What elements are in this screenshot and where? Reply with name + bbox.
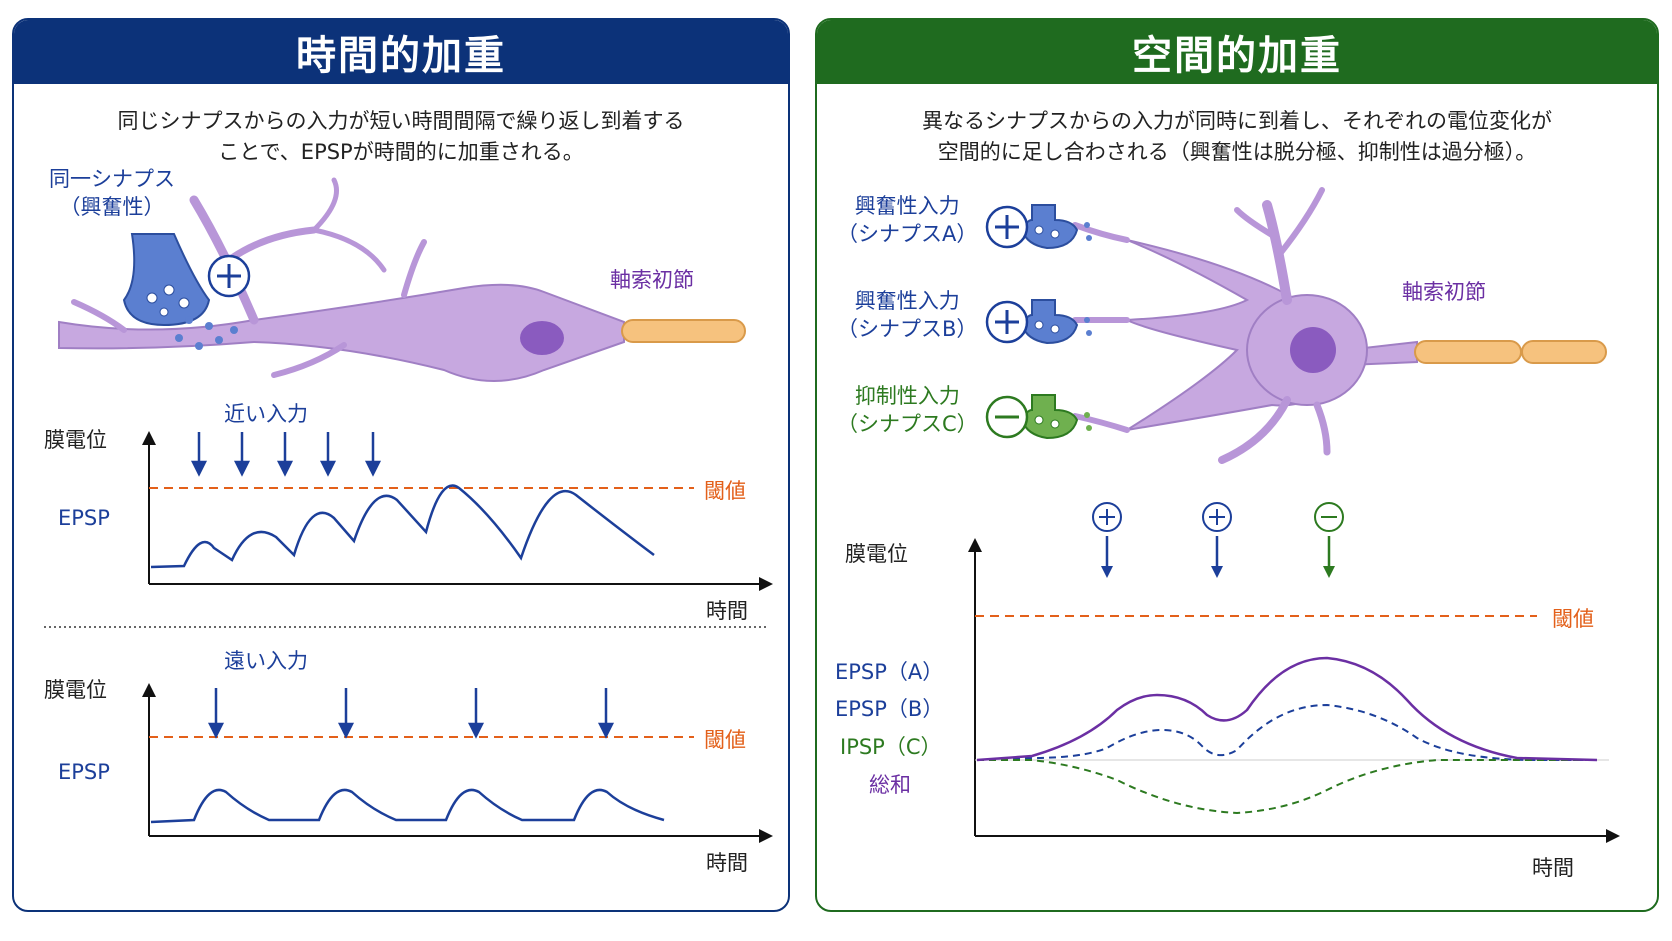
synapse-a-label-line2: （シナプスA）	[837, 222, 978, 246]
legend-ipsp-c: IPSP（C）	[840, 735, 942, 759]
spatial-diagram	[968, 187, 1620, 843]
temporal-neuron	[58, 177, 746, 382]
synapse-c-terminal	[1020, 394, 1092, 440]
temporal-summation-panel: 時間的加重 同じシナプスからの入力が短い時間間隔で繰り返し到着する ことで、EP…	[12, 18, 790, 912]
far-epsp-label: EPSP	[58, 760, 110, 784]
temporal-plus-icon	[207, 254, 251, 298]
far-input-label: 遠い入力	[224, 649, 308, 673]
sum-trace	[976, 656, 1598, 762]
close-input-arrows	[190, 432, 382, 477]
spatial-graph	[968, 502, 1620, 843]
synapse-a-label: 興奮性入力 （シナプスA）	[837, 192, 977, 248]
spatial-axon-initial-segment	[1414, 340, 1522, 364]
temporal-axon-initial-segment	[621, 319, 746, 343]
spatial-description-line1: 異なるシナプスからの入力が同時に到着し、それぞれの電位変化が	[922, 109, 1552, 133]
temporal-synapse-label-line1: 同一シナプス	[49, 167, 175, 191]
temporal-diagram	[44, 177, 773, 843]
spatial-title: 空間的加重	[817, 20, 1657, 84]
temporal-title: 時間的加重	[14, 20, 788, 84]
input-marker-b	[1202, 502, 1232, 578]
synapse-a-label-line1: 興奮性入力	[854, 194, 960, 218]
synapse-b-plus-icon	[985, 300, 1029, 344]
synapse-c-minus-icon	[985, 395, 1029, 439]
temporal-synapse-label-line2: （興奮性）	[59, 195, 165, 219]
legend-epsp-a: EPSP（A）	[835, 660, 944, 684]
spatial-description-line2: 空間的に足し合わされる（興奮性は脱分極、抑制性は過分極）。	[937, 140, 1537, 164]
far-threshold-label: 閾値	[704, 728, 746, 752]
spatial-summation-panel: 空間的加重 異なるシナプスからの入力が同時に到着し、それぞれの電位変化が 空間的…	[815, 18, 1659, 912]
temporal-description-line1: 同じシナプスからの入力が短い時間間隔で繰り返し到着する	[117, 109, 685, 133]
ipsp-c-trace	[977, 759, 1597, 815]
spatial-neuron	[1072, 187, 1607, 464]
spatial-y-axis-label: 膜電位	[845, 542, 908, 566]
input-marker-a	[1092, 502, 1122, 578]
epsp-ab-trace	[976, 703, 1597, 761]
synapse-c-label-line1: 抑制性入力	[854, 384, 960, 408]
far-input-graph	[142, 683, 773, 843]
close-x-axis-label: 時間	[706, 599, 748, 623]
synapse-c-label: 抑制性入力 （シナプスC）	[837, 382, 978, 438]
close-epsp-label: EPSP	[58, 506, 110, 530]
close-epsp-trace	[150, 484, 655, 569]
spatial-axon-label: 軸索初節	[1402, 280, 1486, 304]
temporal-synapse-terminal	[122, 233, 238, 350]
far-epsp-trace	[150, 788, 665, 824]
close-y-axis-label: 膜電位	[44, 428, 107, 452]
synapse-b-label-line1: 興奮性入力	[854, 289, 960, 313]
synapse-b-label: 興奮性入力 （シナプスB）	[837, 287, 977, 343]
synapse-b-label-line2: （シナプスB）	[837, 317, 978, 341]
spatial-threshold-label: 閾値	[1552, 607, 1594, 631]
legend-sum: 総和	[869, 773, 911, 797]
spatial-x-axis-label: 時間	[1532, 856, 1574, 880]
far-y-axis-label: 膜電位	[44, 678, 107, 702]
spatial-description: 異なるシナプスからの入力が同時に到着し、それぞれの電位変化が 空間的に足し合わさ…	[817, 106, 1657, 168]
synapse-a-plus-icon	[985, 205, 1029, 249]
far-input-arrows	[207, 688, 615, 739]
input-marker-c	[1314, 502, 1344, 578]
temporal-description: 同じシナプスからの入力が短い時間間隔で繰り返し到着する ことで、EPSPが時間的…	[14, 106, 788, 168]
synapse-b-terminal	[1020, 299, 1092, 345]
far-x-axis-label: 時間	[706, 851, 748, 875]
temporal-axon-label: 軸索初節	[610, 268, 694, 292]
close-threshold-label: 閾値	[704, 479, 746, 503]
close-input-graph	[142, 431, 773, 591]
close-input-label: 近い入力	[224, 402, 308, 426]
temporal-description-line2: ことで、EPSPが時間的に加重される。	[218, 140, 584, 164]
synapse-c-label-line2: （シナプスC）	[837, 412, 978, 436]
legend-epsp-b: EPSP（B）	[835, 697, 944, 721]
temporal-synapse-label: 同一シナプス （興奮性）	[49, 165, 175, 221]
